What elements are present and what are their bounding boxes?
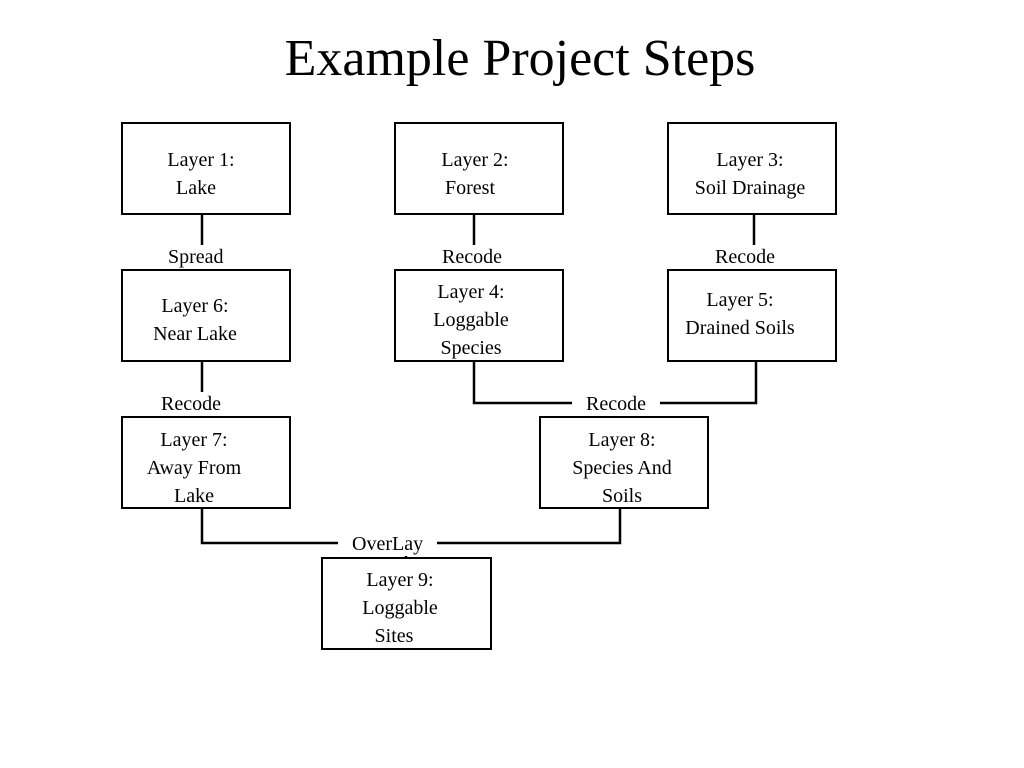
layer-7-box bbox=[121, 416, 291, 509]
layer-1-label: Layer 1: Lake bbox=[167, 149, 235, 199]
layer-3-label: Layer 3: Soil Drainage bbox=[694, 149, 806, 199]
op-overlay-label: OverLay bbox=[338, 532, 438, 556]
layer-8-label: Layer 8: Species And Soils bbox=[572, 429, 672, 507]
layer-2-box bbox=[394, 122, 564, 215]
op-recode-l6-l7-label: Recode bbox=[157, 392, 225, 416]
layer-9-box bbox=[321, 557, 492, 650]
layer-1-box bbox=[121, 122, 291, 215]
op-spread-label: Spread bbox=[164, 245, 228, 269]
op-recode-l3-l5-label: Recode bbox=[711, 245, 779, 269]
layer-4-label: Layer 4: Loggable Species bbox=[433, 281, 509, 359]
layer-6-box bbox=[121, 269, 291, 362]
layer-6-label: Layer 6: Near Lake bbox=[153, 295, 237, 345]
op-recode-l2-l4-label: Recode bbox=[438, 245, 506, 269]
layer-3-box bbox=[667, 122, 837, 215]
layer-9-label: Layer 9: Loggable Sites bbox=[362, 569, 438, 647]
layer-2-label: Layer 2: Forest bbox=[441, 149, 509, 199]
op-recode-l4-l5-label: Recode bbox=[572, 392, 660, 416]
layer-8-box bbox=[539, 416, 709, 509]
page-title: Example Project Steps bbox=[284, 30, 756, 87]
layer-5-box bbox=[667, 269, 837, 362]
layer-5-label: Layer 5: Drained Soils bbox=[685, 289, 795, 339]
layer-7-label: Layer 7: Away From Lake bbox=[146, 429, 242, 507]
layer-4-box bbox=[394, 269, 564, 362]
